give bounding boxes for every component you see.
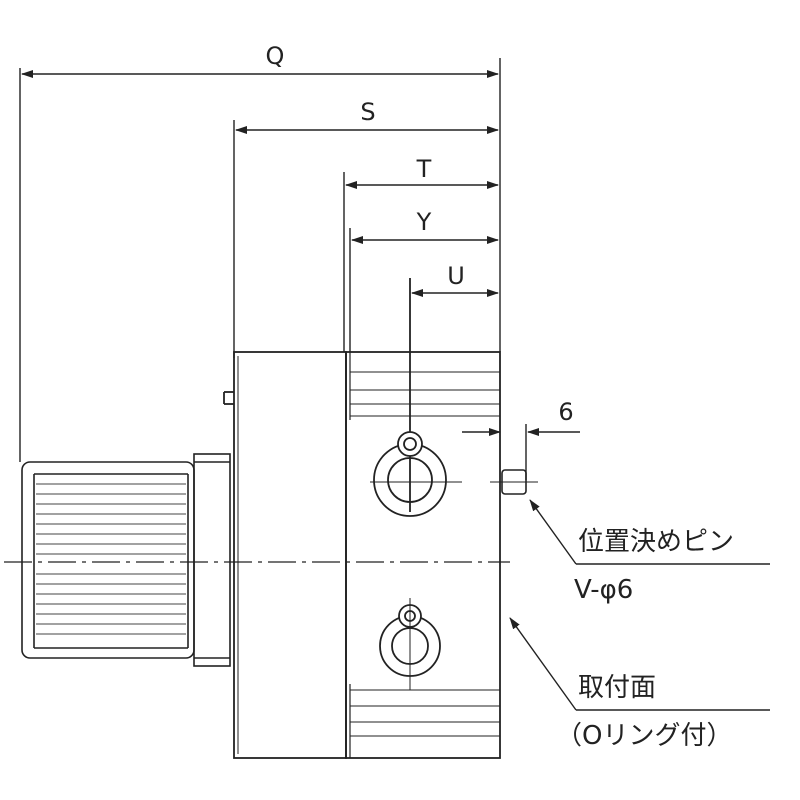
knurled-knob [21, 461, 195, 659]
extension-lines [19, 58, 527, 512]
pin-spec: V-φ6 [574, 575, 633, 605]
mount-note: （Oリング付） [556, 721, 732, 751]
port-lower [379, 598, 441, 690]
mount-label: 取付面 [578, 673, 656, 703]
dim-y-label: Y [416, 208, 432, 236]
dim-t-label: T [416, 155, 432, 183]
dim-u-label: U [447, 262, 465, 290]
dim-6-label: 6 [558, 398, 573, 426]
leader-lines [509, 499, 770, 711]
knob-neck [193, 453, 231, 667]
locating-pin [490, 469, 538, 495]
dimension-lines [21, 70, 580, 436]
dim-s-label: S [360, 98, 375, 126]
valve-body-left [223, 351, 347, 759]
port-upper [370, 431, 462, 517]
knob-knurl-lines [36, 483, 186, 635]
pin-label: 位置決めピン [578, 527, 734, 557]
dim-q-label: Q [266, 42, 285, 70]
valve-body-right [345, 351, 501, 759]
